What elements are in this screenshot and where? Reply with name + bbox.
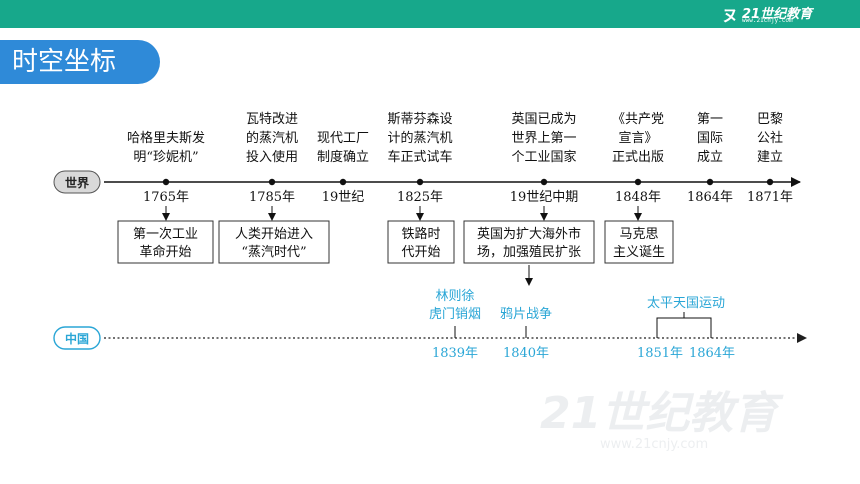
world-event-description: 第一 <box>697 112 723 127</box>
world-consequence-text: “蒸汽时代” <box>241 245 306 260</box>
top-bar: ヌ 21世纪教育 www.21cnjy.com <box>0 0 860 28</box>
world-event-date: 1864年 <box>687 190 733 205</box>
logo-text: 21世纪教育 <box>742 7 813 22</box>
world-event-date: 1871年 <box>747 190 793 205</box>
world-event-description: 制度确立 <box>317 149 369 165</box>
world-event-description: 巴黎 <box>757 112 783 127</box>
world-event-date: 19世纪 <box>322 190 365 205</box>
watermark: 21世纪教育 www.21cnjy.com <box>540 388 784 452</box>
brand-logo: ヌ 21世纪教育 www.21cnjy.com <box>722 2 840 26</box>
world-consequence-text: 马克思 <box>619 227 658 242</box>
world-label-pill <box>53 170 101 194</box>
world-event-description: 成立 <box>697 150 723 165</box>
logo-url: www.21cnjy.com <box>742 17 793 24</box>
china-label-pill <box>53 326 101 350</box>
china-event: 鸦片战争 1840年 <box>500 306 552 361</box>
world-event-description: 宣言》 <box>618 130 657 146</box>
watermark-logo-text: 21世纪教育 <box>540 388 784 439</box>
world-consequence-box <box>387 220 455 264</box>
world-event-description: 《共产党 <box>612 112 664 127</box>
section-title: 时空坐标 <box>0 40 160 84</box>
china-event-description: 虎门销烟 <box>429 307 481 322</box>
world-event-description: 车正式试车 <box>387 149 452 165</box>
china-event: 1851年 <box>637 346 683 361</box>
world-event-dot <box>162 178 170 186</box>
world-consequence-text: 主义诞生 <box>613 245 665 260</box>
world-consequence-text: 代开始 <box>401 245 440 260</box>
world-event-description: 斯蒂芬森设 <box>387 112 452 127</box>
world-label: 世界 <box>65 175 89 190</box>
world-consequence-text: 革命开始 <box>139 244 191 260</box>
world-event-description: 瓦特改进 <box>246 112 298 127</box>
world-event-description: 个工业国家 <box>511 149 576 165</box>
world-event-date: 1848年 <box>615 190 661 205</box>
china-event-date: 1864年 <box>689 346 735 361</box>
world-event-dot <box>706 178 714 186</box>
world-event-description: 哈格里夫斯发 <box>127 130 205 146</box>
world-event-date: 1785年 <box>249 190 295 205</box>
world-event-description: 计的蒸汽机 <box>387 130 452 146</box>
world-consequence-box <box>218 220 330 264</box>
china-event: 1864年 <box>689 346 735 361</box>
world-event-description: 现代工厂 <box>317 131 369 146</box>
world-consequence-text: 第一次工业 <box>133 226 198 242</box>
world-event-dot <box>540 178 548 186</box>
world-event-description: 建立 <box>757 150 783 165</box>
world-event-dot <box>634 178 642 186</box>
world-consequence-text: 英国为扩大海外市 <box>477 226 581 242</box>
world-consequence-box <box>463 220 595 264</box>
watermark-url: www.21cnjy.com <box>600 437 708 452</box>
world-event-date: 1825年 <box>397 190 443 205</box>
world-event-description: 正式出版 <box>612 150 664 165</box>
world-event-description: 国际 <box>697 131 723 146</box>
china-event-date: 1840年 <box>503 346 549 361</box>
china-event-description: 林则徐 <box>435 289 474 304</box>
taiping-span-bracket <box>656 317 712 338</box>
world-consequence-text: 铁路时 <box>401 226 440 242</box>
world-event-description: 明“珍妮机” <box>133 150 198 165</box>
world-event-dot <box>339 178 347 186</box>
china-event-description: 鸦片战争 <box>500 306 552 322</box>
world-event-date: 1765年 <box>143 190 189 205</box>
world-event-description: 的蒸汽机 <box>246 130 298 146</box>
world-event-dot <box>268 178 276 186</box>
world-consequence-box <box>604 220 674 264</box>
world-consequence-text: 人类开始进入 <box>235 227 313 242</box>
runner-logo-icon: ヌ <box>722 6 739 25</box>
world-event-description: 世界上第一 <box>511 131 576 146</box>
world-consequence-box <box>117 220 214 264</box>
world-event-dot <box>766 178 774 186</box>
china-event-date: 1839年 <box>432 346 478 361</box>
world-event-date: 19世纪中期 <box>510 190 579 205</box>
world-event-description: 投入使用 <box>246 149 298 165</box>
world-consequence-text: 场，加强殖民扩张 <box>477 244 581 260</box>
world-event-description: 公社 <box>757 130 783 146</box>
world-event-dot <box>416 178 424 186</box>
china-event-date: 1851年 <box>637 346 683 361</box>
china-label: 中国 <box>65 331 89 346</box>
taiping-span-label: 太平天国运动 <box>647 296 725 311</box>
world-event-description: 英国已成为 <box>511 112 576 127</box>
